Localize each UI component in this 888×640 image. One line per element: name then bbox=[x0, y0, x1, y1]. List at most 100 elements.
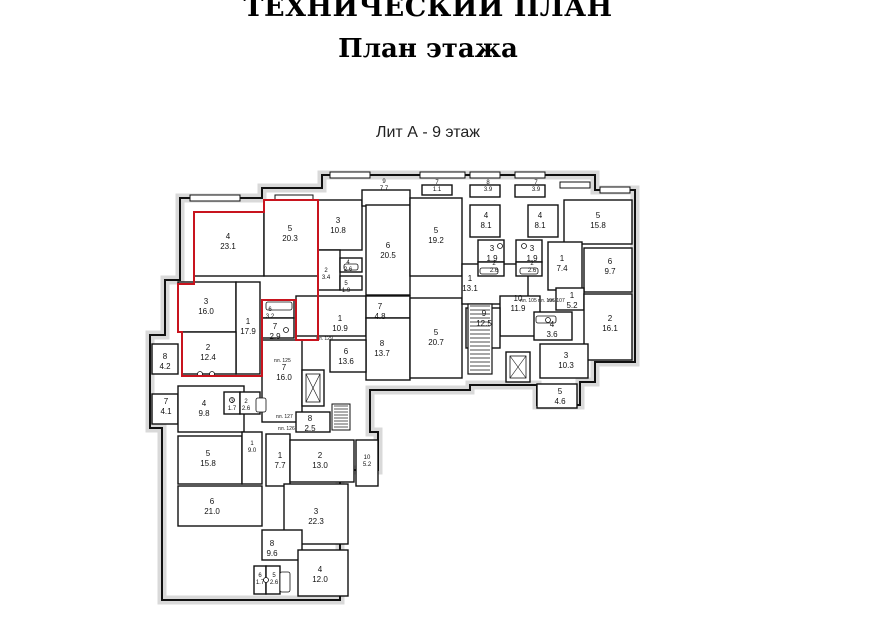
room-number: 8 bbox=[270, 539, 275, 548]
rooms-layer bbox=[151, 184, 633, 597]
toilet-icon bbox=[263, 577, 269, 583]
room-6-outline bbox=[583, 247, 633, 293]
room-area: 9.0 bbox=[248, 448, 257, 454]
window bbox=[559, 181, 591, 189]
room-number: 2 bbox=[492, 261, 496, 267]
room-5-outline bbox=[263, 199, 319, 277]
room-number: 5 bbox=[206, 449, 211, 458]
room-area: 13.0 bbox=[312, 461, 328, 470]
bathtub-icon bbox=[255, 397, 267, 413]
room-area: 2.6 bbox=[270, 580, 279, 586]
room-number: 3 bbox=[564, 351, 569, 360]
window bbox=[514, 171, 546, 179]
room-number: 5 bbox=[558, 387, 563, 396]
room-number: 2 bbox=[324, 268, 328, 274]
room-area: 3.4 bbox=[322, 275, 331, 281]
room-area: 8.1 bbox=[480, 221, 492, 230]
room-8-outline bbox=[261, 529, 303, 561]
room-6-outline bbox=[177, 485, 263, 527]
room-area: 5.2 bbox=[566, 301, 578, 310]
room-number: 1 bbox=[560, 254, 565, 263]
room-5-outline bbox=[536, 383, 578, 409]
room-4-outline bbox=[527, 204, 559, 238]
room-area: 1.7 bbox=[256, 580, 265, 586]
bathtub-icon bbox=[479, 267, 499, 275]
room-1-outline bbox=[265, 433, 291, 487]
room-2-outline bbox=[583, 293, 633, 361]
room-area: 1.9 bbox=[526, 254, 538, 263]
room-number: 1 bbox=[338, 314, 343, 323]
room-number: 3 bbox=[204, 297, 209, 306]
room-number: 7 bbox=[282, 363, 287, 372]
room-area: 16.0 bbox=[276, 373, 292, 382]
room-number: 5 bbox=[434, 226, 439, 235]
room-number: 4 bbox=[202, 399, 207, 408]
room-7-outline bbox=[365, 295, 411, 319]
room-area: 7.4 bbox=[556, 264, 568, 273]
highlighted-apartment-outline bbox=[177, 199, 319, 377]
room-number: 1 bbox=[468, 274, 473, 283]
room-number: 1 bbox=[278, 451, 283, 460]
room-number: 6 bbox=[268, 307, 272, 313]
room-number: 3 bbox=[336, 216, 341, 225]
room-6-outline bbox=[365, 204, 411, 296]
room-area: 20.7 bbox=[428, 338, 444, 347]
room-1-outline bbox=[547, 241, 583, 291]
room-number: 5 bbox=[434, 328, 439, 337]
room-area: 2.6 bbox=[490, 268, 499, 274]
window bbox=[419, 171, 466, 179]
room-area: 19.2 bbox=[428, 236, 444, 245]
room-9-outline bbox=[361, 189, 411, 207]
room-area: 12.0 bbox=[312, 575, 328, 584]
room-number: 4 bbox=[538, 211, 543, 220]
room-area: 15.8 bbox=[200, 459, 216, 468]
room-area: 2.9 bbox=[269, 332, 281, 341]
room-number: 2 bbox=[244, 399, 248, 405]
room-5-outline bbox=[409, 297, 463, 379]
room-1-outline bbox=[295, 295, 367, 337]
room-area: 3.9 bbox=[532, 187, 541, 193]
room-3-outline bbox=[317, 199, 363, 251]
room-area: 2.6 bbox=[528, 268, 537, 274]
room-area: 4.1 bbox=[160, 407, 172, 416]
room-area: 5.2 bbox=[363, 462, 372, 468]
room-area: 16.0 bbox=[198, 307, 214, 316]
room-area: 20.5 bbox=[380, 251, 396, 260]
toilet-icon bbox=[283, 327, 289, 333]
bathtub-icon bbox=[343, 263, 359, 271]
room-8-outline bbox=[295, 411, 331, 433]
room-3-outline bbox=[539, 343, 589, 379]
toilet-icon bbox=[521, 243, 527, 249]
fixtures-layer bbox=[197, 243, 557, 593]
room-area: 4.6 bbox=[554, 397, 566, 406]
room-area: 10.9 bbox=[332, 324, 348, 333]
small-label: пл. 107 bbox=[548, 298, 565, 304]
room-number: 4 bbox=[484, 211, 489, 220]
room-3-outline bbox=[283, 483, 349, 545]
room-number: 7 bbox=[273, 322, 278, 331]
room-area: 22.3 bbox=[308, 517, 324, 526]
window bbox=[189, 194, 241, 202]
room-number: 1 bbox=[246, 317, 251, 326]
room-area: 10.3 bbox=[558, 361, 574, 370]
small-label: пл. 125 bbox=[274, 358, 291, 364]
room-1-outline bbox=[241, 431, 263, 485]
room-area: 21.0 bbox=[204, 507, 220, 516]
room-8-outline bbox=[365, 317, 411, 381]
room-number: 3 bbox=[530, 244, 535, 253]
room-6-outline bbox=[329, 339, 367, 373]
room-area: 7.7 bbox=[380, 186, 389, 192]
room-number: 1 bbox=[570, 291, 575, 300]
room-area: 2.6 bbox=[242, 406, 251, 412]
toilet-icon bbox=[229, 397, 235, 403]
small-label: пл. 126 bbox=[278, 426, 295, 432]
room-number: 8 bbox=[308, 414, 313, 423]
room-area: 13.1 bbox=[462, 284, 478, 293]
room-8-outline bbox=[151, 343, 179, 375]
room-number: 10 bbox=[514, 294, 523, 303]
bathtub-icon bbox=[265, 301, 293, 311]
room-number: 3 bbox=[230, 399, 234, 405]
room-area: 17.9 bbox=[240, 327, 256, 336]
room-number: 3 bbox=[490, 244, 495, 253]
